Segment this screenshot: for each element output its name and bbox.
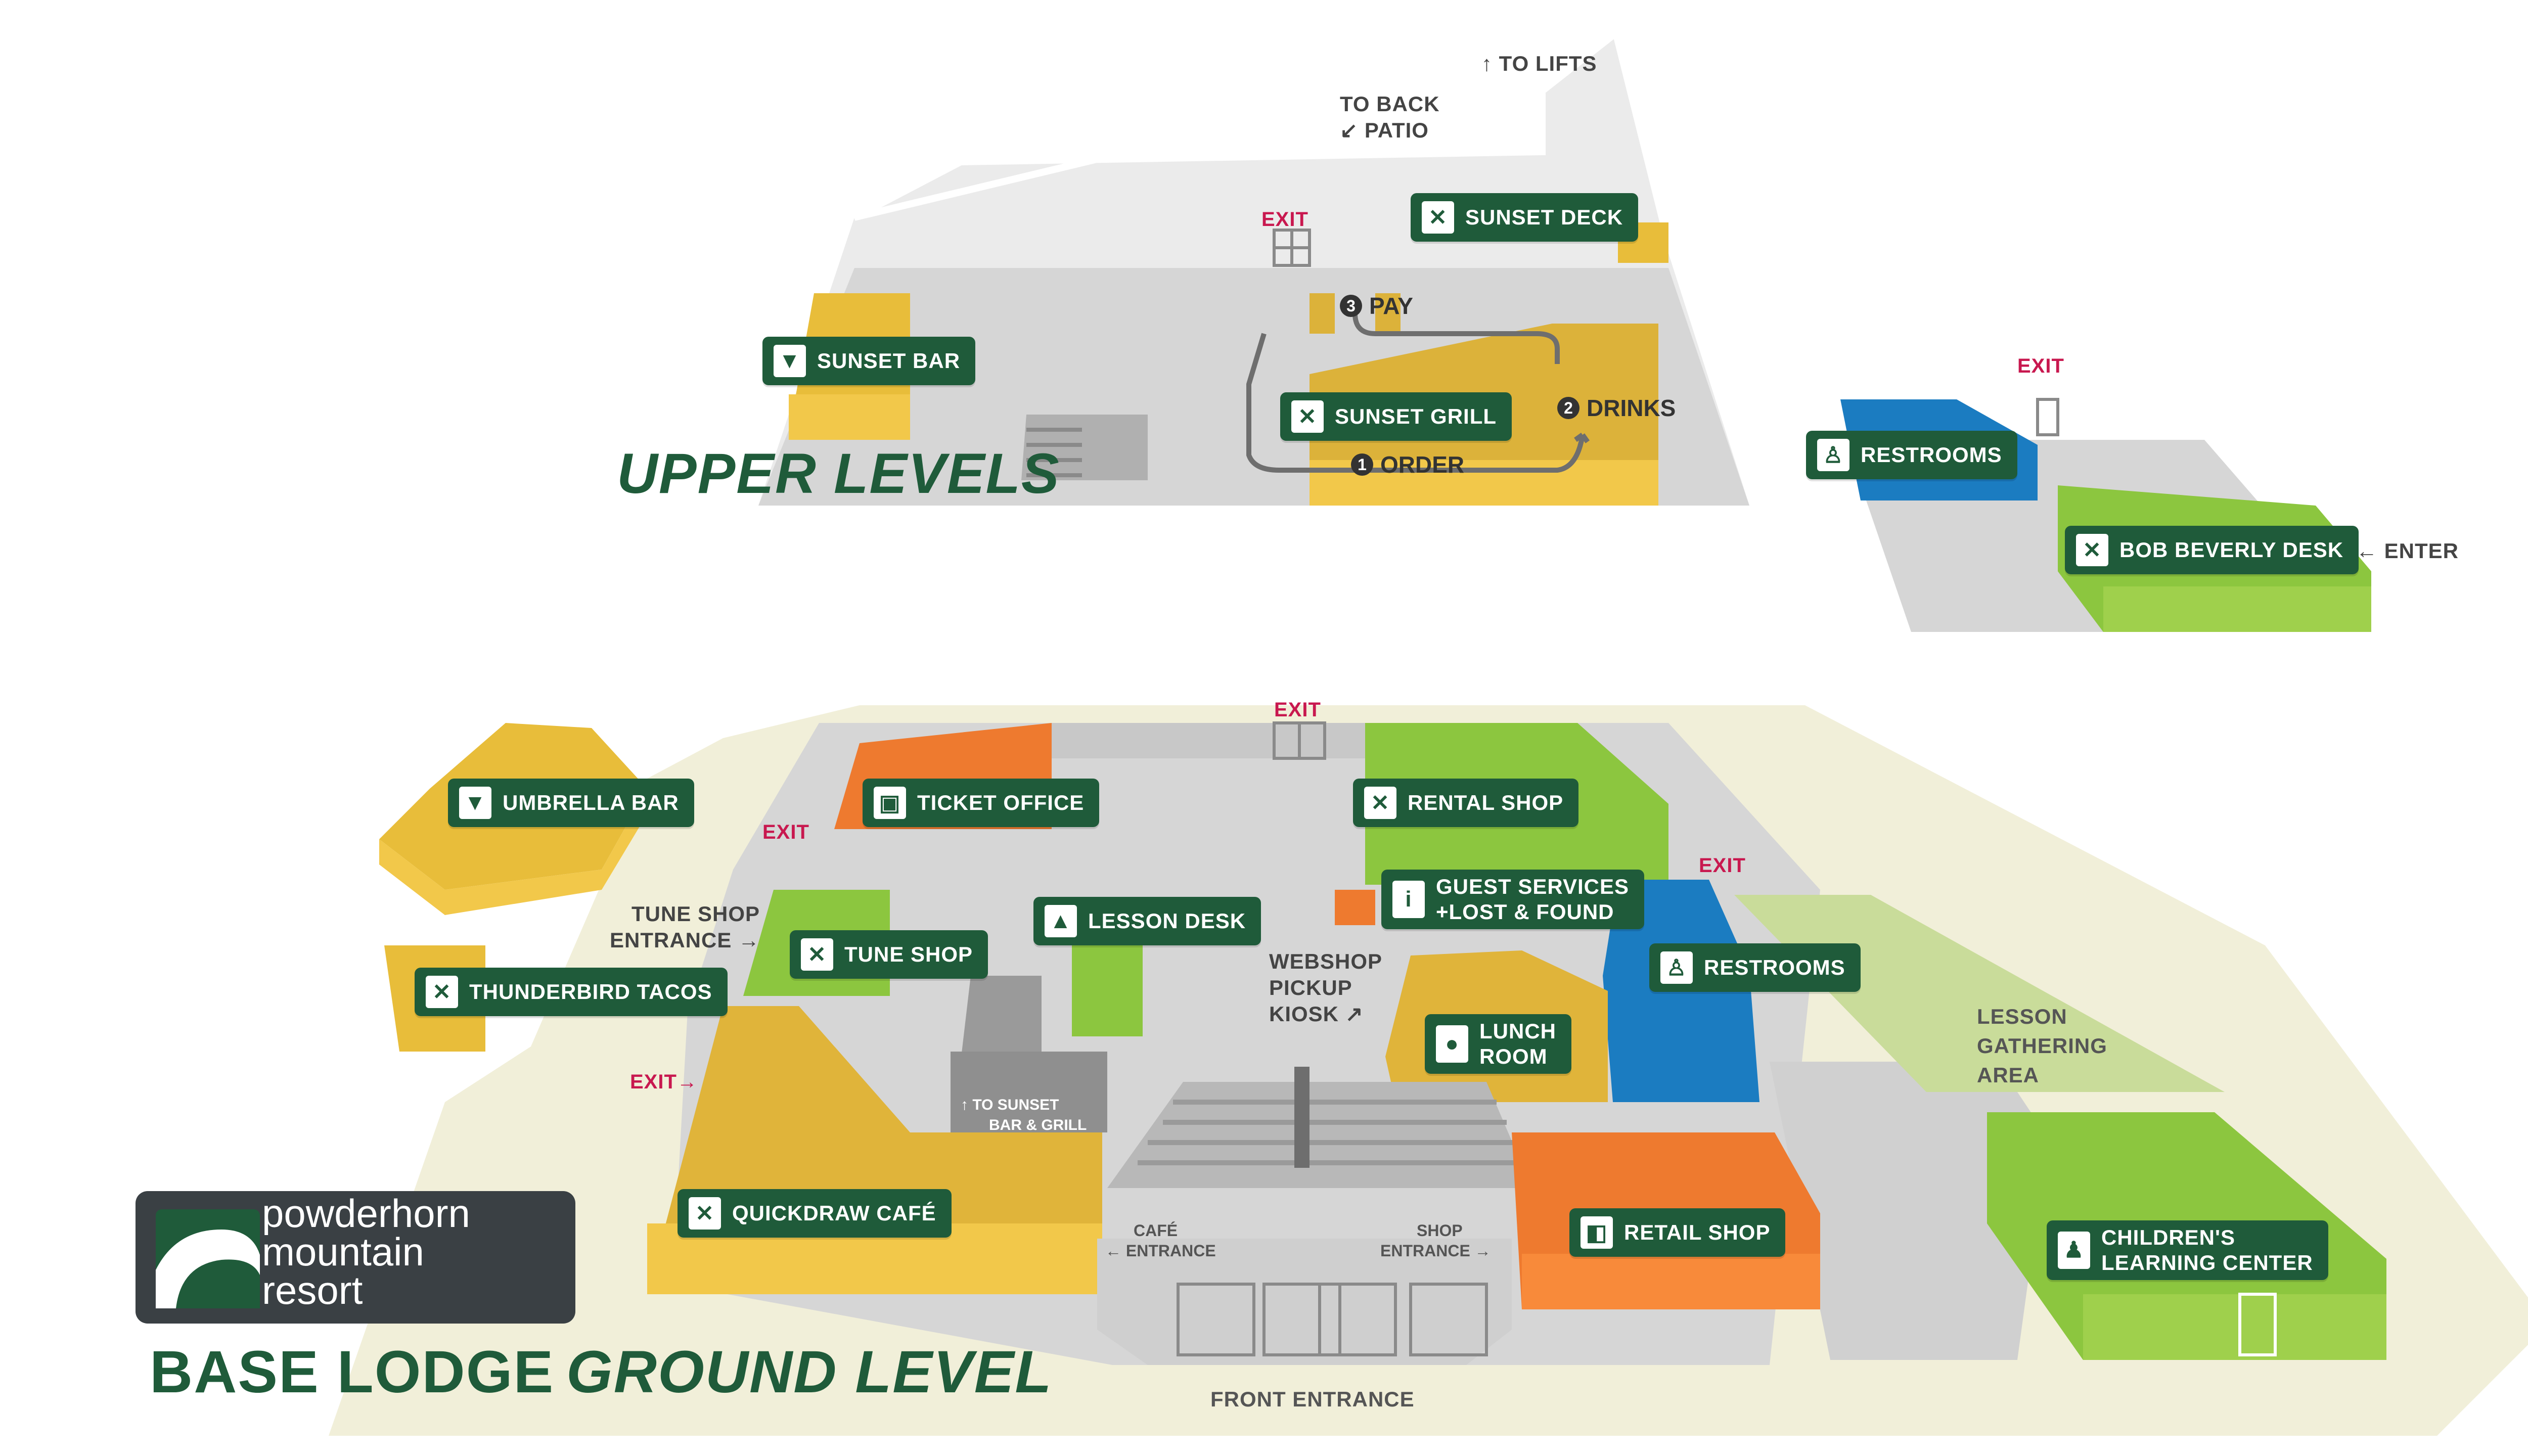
- lesson-desk-label[interactable]: ▲LESSON DESK: [1033, 897, 1261, 945]
- sunset-deck-label[interactable]: ✕SUNSET DECK: [1411, 193, 1639, 242]
- drink-icon: ▼: [774, 345, 806, 377]
- thunderbird-tacos-label[interactable]: ✕THUNDERBIRD TACOS: [415, 968, 728, 1016]
- upper-level-floor: [758, 32, 1749, 506]
- upper-levels-title: UPPER LEVELS: [617, 442, 1060, 505]
- ticket-icon: ▣: [874, 787, 906, 819]
- fork-knife-icon: ✕: [1422, 201, 1454, 234]
- ground-level-title: GROUND LEVEL: [566, 1339, 1053, 1405]
- logo-line-3: resort: [262, 1268, 363, 1312]
- umbrella-bar-label[interactable]: ▼UMBRELLA BAR: [448, 779, 694, 827]
- upper-restrooms-label[interactable]: ♙RESTROOMS: [1806, 431, 2017, 479]
- restroom-icon: ♙: [1660, 951, 1693, 984]
- lesson-gathering-note: LESSON GATHERING AREA: [1977, 1005, 2107, 1087]
- sunset-bar-label[interactable]: ▼SUNSET BAR: [762, 337, 976, 385]
- apple-icon: ●: [1436, 1025, 1468, 1063]
- ticket-office-label[interactable]: ▣TICKET OFFICE: [863, 779, 1100, 827]
- enter-note: ← ENTER: [2356, 539, 2459, 563]
- quickdraw-cafe-label[interactable]: ✕QUICKDRAW CAFÉ: [678, 1189, 952, 1238]
- logo-line-2: mountain: [262, 1230, 424, 1274]
- fork-knife-icon: ✕: [1291, 400, 1324, 433]
- tune-shop-entrance-note: TUNE SHOP ENTRANCE →: [610, 902, 760, 952]
- fork-knife-icon: ✕: [2076, 534, 2108, 566]
- ground-exit-lower-left: EXIT→: [630, 1071, 698, 1093]
- shop-entrance-note: SHOP ENTRANCE →: [1380, 1221, 1491, 1260]
- rental-shop-label[interactable]: ✕RENTAL SHOP: [1353, 779, 1579, 827]
- fork-knife-icon: ✕: [1364, 787, 1396, 819]
- shopping-bag-icon: ◧: [1581, 1216, 1613, 1249]
- fork-knife-icon: ✕: [689, 1197, 721, 1230]
- fork-knife-icon: ✕: [426, 976, 458, 1008]
- info-icon: i: [1392, 881, 1425, 918]
- to-back-patio-note: TO BACK ↙ PATIO: [1340, 92, 1440, 142]
- ground-exit-top: EXIT: [1274, 699, 1321, 721]
- sunset-grill-label[interactable]: ✕SUNSET GRILL: [1280, 392, 1512, 441]
- tune-shop-label[interactable]: ✕TUNE SHOP: [790, 930, 988, 979]
- base-lodge-title: BASE LODGE: [150, 1339, 555, 1405]
- upper-exit: EXIT: [1261, 208, 1308, 231]
- ground-exit-left: EXIT: [762, 821, 809, 843]
- restroom-icon: ♙: [1817, 439, 1849, 471]
- upper-restroom-exit: EXIT: [2017, 355, 2064, 377]
- powderhorn-logo: powderhorn mountain resort: [136, 1191, 575, 1324]
- guest-services-label[interactable]: i GUEST SERVICES+LOST & FOUND: [1381, 870, 1644, 929]
- powderhorn-logo-mark: [156, 1209, 260, 1308]
- cafe-entrance-note: CAFÉ ← ENTRANCE: [1105, 1221, 1216, 1260]
- retail-shop-label[interactable]: ◧RETAIL SHOP: [1569, 1208, 1786, 1257]
- kids-icon: ♟: [2058, 1232, 2090, 1269]
- to-lifts-note: ↑ TO LIFTS: [1481, 52, 1597, 75]
- front-entrance-note: FRONT ENTRANCE: [1210, 1387, 1415, 1411]
- bob-beverly-desk-label[interactable]: ✕BOB BEVERLY DESK: [2065, 526, 2359, 574]
- drink-icon: ▼: [459, 787, 491, 819]
- logo-line-1: powderhorn: [262, 1191, 470, 1236]
- bell-icon: ▲: [1045, 905, 1077, 937]
- to-sunset-note: ↑ TO SUNSET BAR & GRILL: [961, 1097, 1087, 1133]
- ground-restrooms-label[interactable]: ♙RESTROOMS: [1649, 943, 1861, 992]
- ground-exit-right: EXIT: [1699, 854, 1746, 877]
- fork-knife-icon: ✕: [801, 938, 833, 971]
- webshop-kiosk-note: WEBSHOP PICKUP KIOSK ↗: [1269, 949, 1383, 1026]
